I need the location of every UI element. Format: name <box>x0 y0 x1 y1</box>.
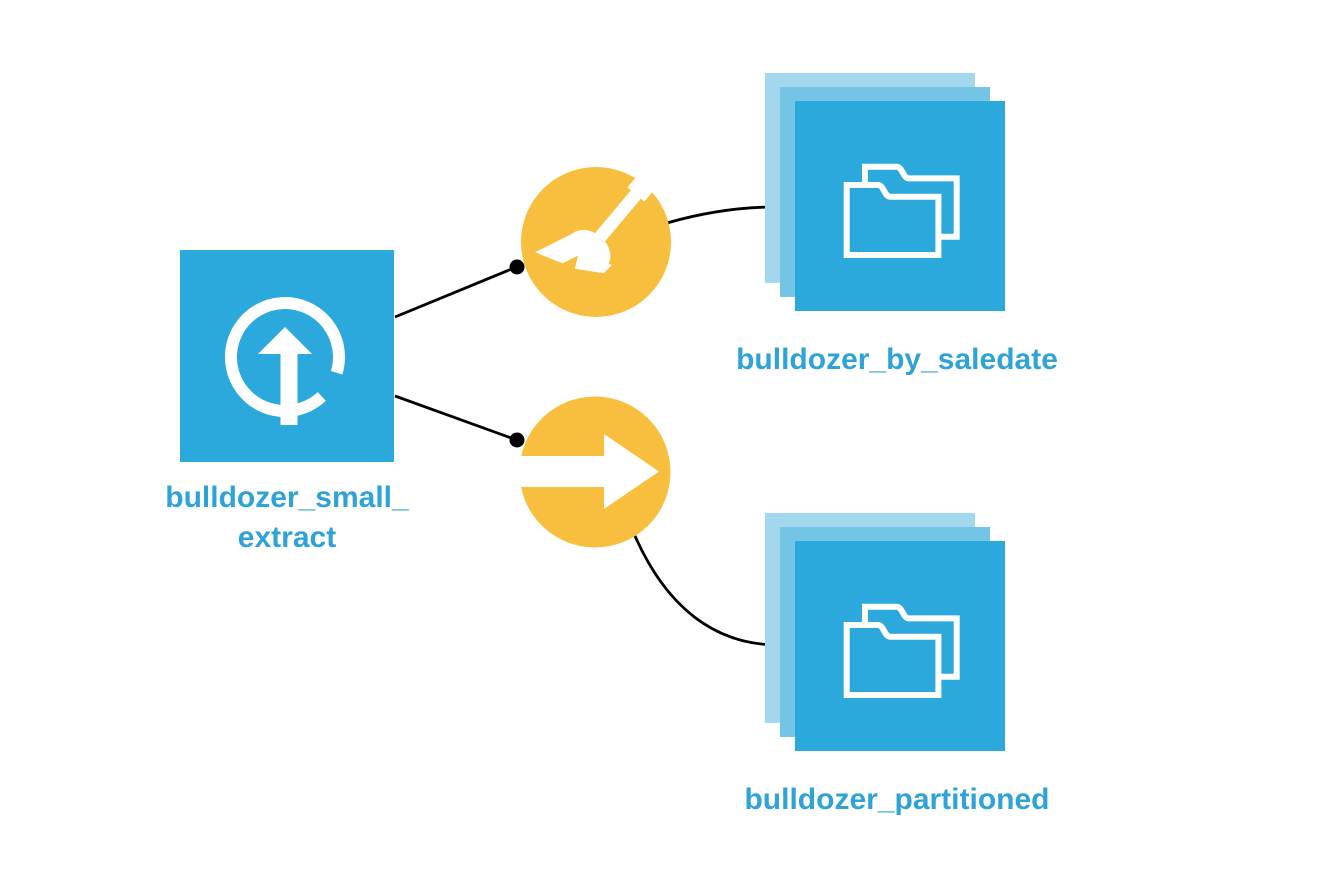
node-source-dataset[interactable] <box>180 250 394 462</box>
node-dataset-partitioned[interactable] <box>765 513 1005 751</box>
label-source-line2: extract <box>237 521 337 554</box>
label-dataset-partitioned: bulldozer_partitioned <box>744 783 1050 816</box>
broom-icon <box>535 159 668 274</box>
edge-sync-to-partitioned <box>633 535 782 647</box>
label-dataset-by-saledate: bulldozer_by_saledate <box>736 343 1058 376</box>
folders-icon <box>843 163 960 258</box>
label-source-dataset: bulldozer_small_ extract <box>127 478 447 558</box>
arrow-right-icon <box>517 434 659 509</box>
label-source-line1: bulldozer_small_ <box>165 481 409 514</box>
upload-icon <box>225 297 345 425</box>
folder-front <box>843 622 942 698</box>
edge-source-to-sync <box>394 394 515 441</box>
edge-source-to-prepare <box>394 266 515 319</box>
node-dataset-by-saledate[interactable] <box>765 73 1005 311</box>
node-prepare-recipe[interactable] <box>521 141 680 317</box>
folder-front <box>843 182 942 258</box>
folders-icon <box>843 603 960 698</box>
upload-arrow-head <box>258 327 312 354</box>
upload-arrow-shaft <box>280 349 298 425</box>
upload-ring <box>225 297 345 417</box>
node-sync-recipe[interactable] <box>517 396 671 548</box>
edge-input-dot-sync <box>509 432 525 448</box>
edge-input-dot-prepare <box>509 259 525 275</box>
broom-handle <box>594 166 661 243</box>
broom-bristles <box>535 234 612 274</box>
